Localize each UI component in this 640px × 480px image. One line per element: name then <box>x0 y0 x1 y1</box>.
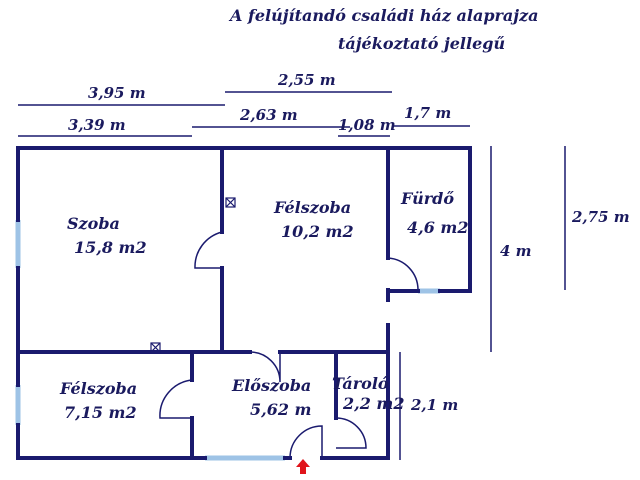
room-area-eloszoba: 5,62 m <box>250 400 312 419</box>
room-area-furdo: 4,6 m2 <box>407 218 469 237</box>
doors <box>159 231 419 459</box>
windows <box>15 220 440 461</box>
walls <box>16 146 472 460</box>
door-felszoba-bottom <box>159 379 193 419</box>
room-area-felszoba-bottom: 7,15 m2 <box>64 403 137 422</box>
dimension-label: 2,63 m <box>240 106 298 124</box>
room-name-felszoba-bottom: Félszoba <box>60 379 138 398</box>
dimension-label: 3,95 m <box>88 84 146 102</box>
room-name-felszoba-top: Félszoba <box>274 198 352 217</box>
door-felszoba <box>249 351 281 383</box>
room-area-tarolo: 2,2 m2 <box>343 394 405 413</box>
room-name-tarolo: Tároló <box>332 374 389 393</box>
door-entrance <box>289 425 323 459</box>
entrance-arrow-icon <box>296 459 310 474</box>
page-title: A felújítandó családi ház alaprajza <box>230 6 539 25</box>
room-name-furdo: Fürdő <box>401 189 454 208</box>
dimension-label: 2,55 m <box>278 71 336 89</box>
door-szoba <box>194 231 223 269</box>
dimension-label: 2,1 m <box>411 396 459 414</box>
room-name-szoba: Szoba <box>67 214 120 233</box>
room-area-felszoba-top: 10,2 m2 <box>281 222 354 241</box>
page-subtitle: tájékoztató jellegű <box>338 34 506 53</box>
door-tarolo <box>335 417 367 449</box>
dimension-lines <box>18 91 566 460</box>
dimension-label: 1,08 m <box>338 116 396 134</box>
dimension-label: 2,75 m <box>572 208 630 226</box>
door-furdo <box>387 257 419 291</box>
room-area-szoba: 15,8 m2 <box>74 238 147 257</box>
dimension-label: 1,7 m <box>404 104 452 122</box>
chimney-markers <box>150 197 236 353</box>
dimension-label: 4 m <box>500 242 532 260</box>
room-name-eloszoba: Előszoba <box>232 376 312 395</box>
dimension-label: 3,39 m <box>68 116 126 134</box>
